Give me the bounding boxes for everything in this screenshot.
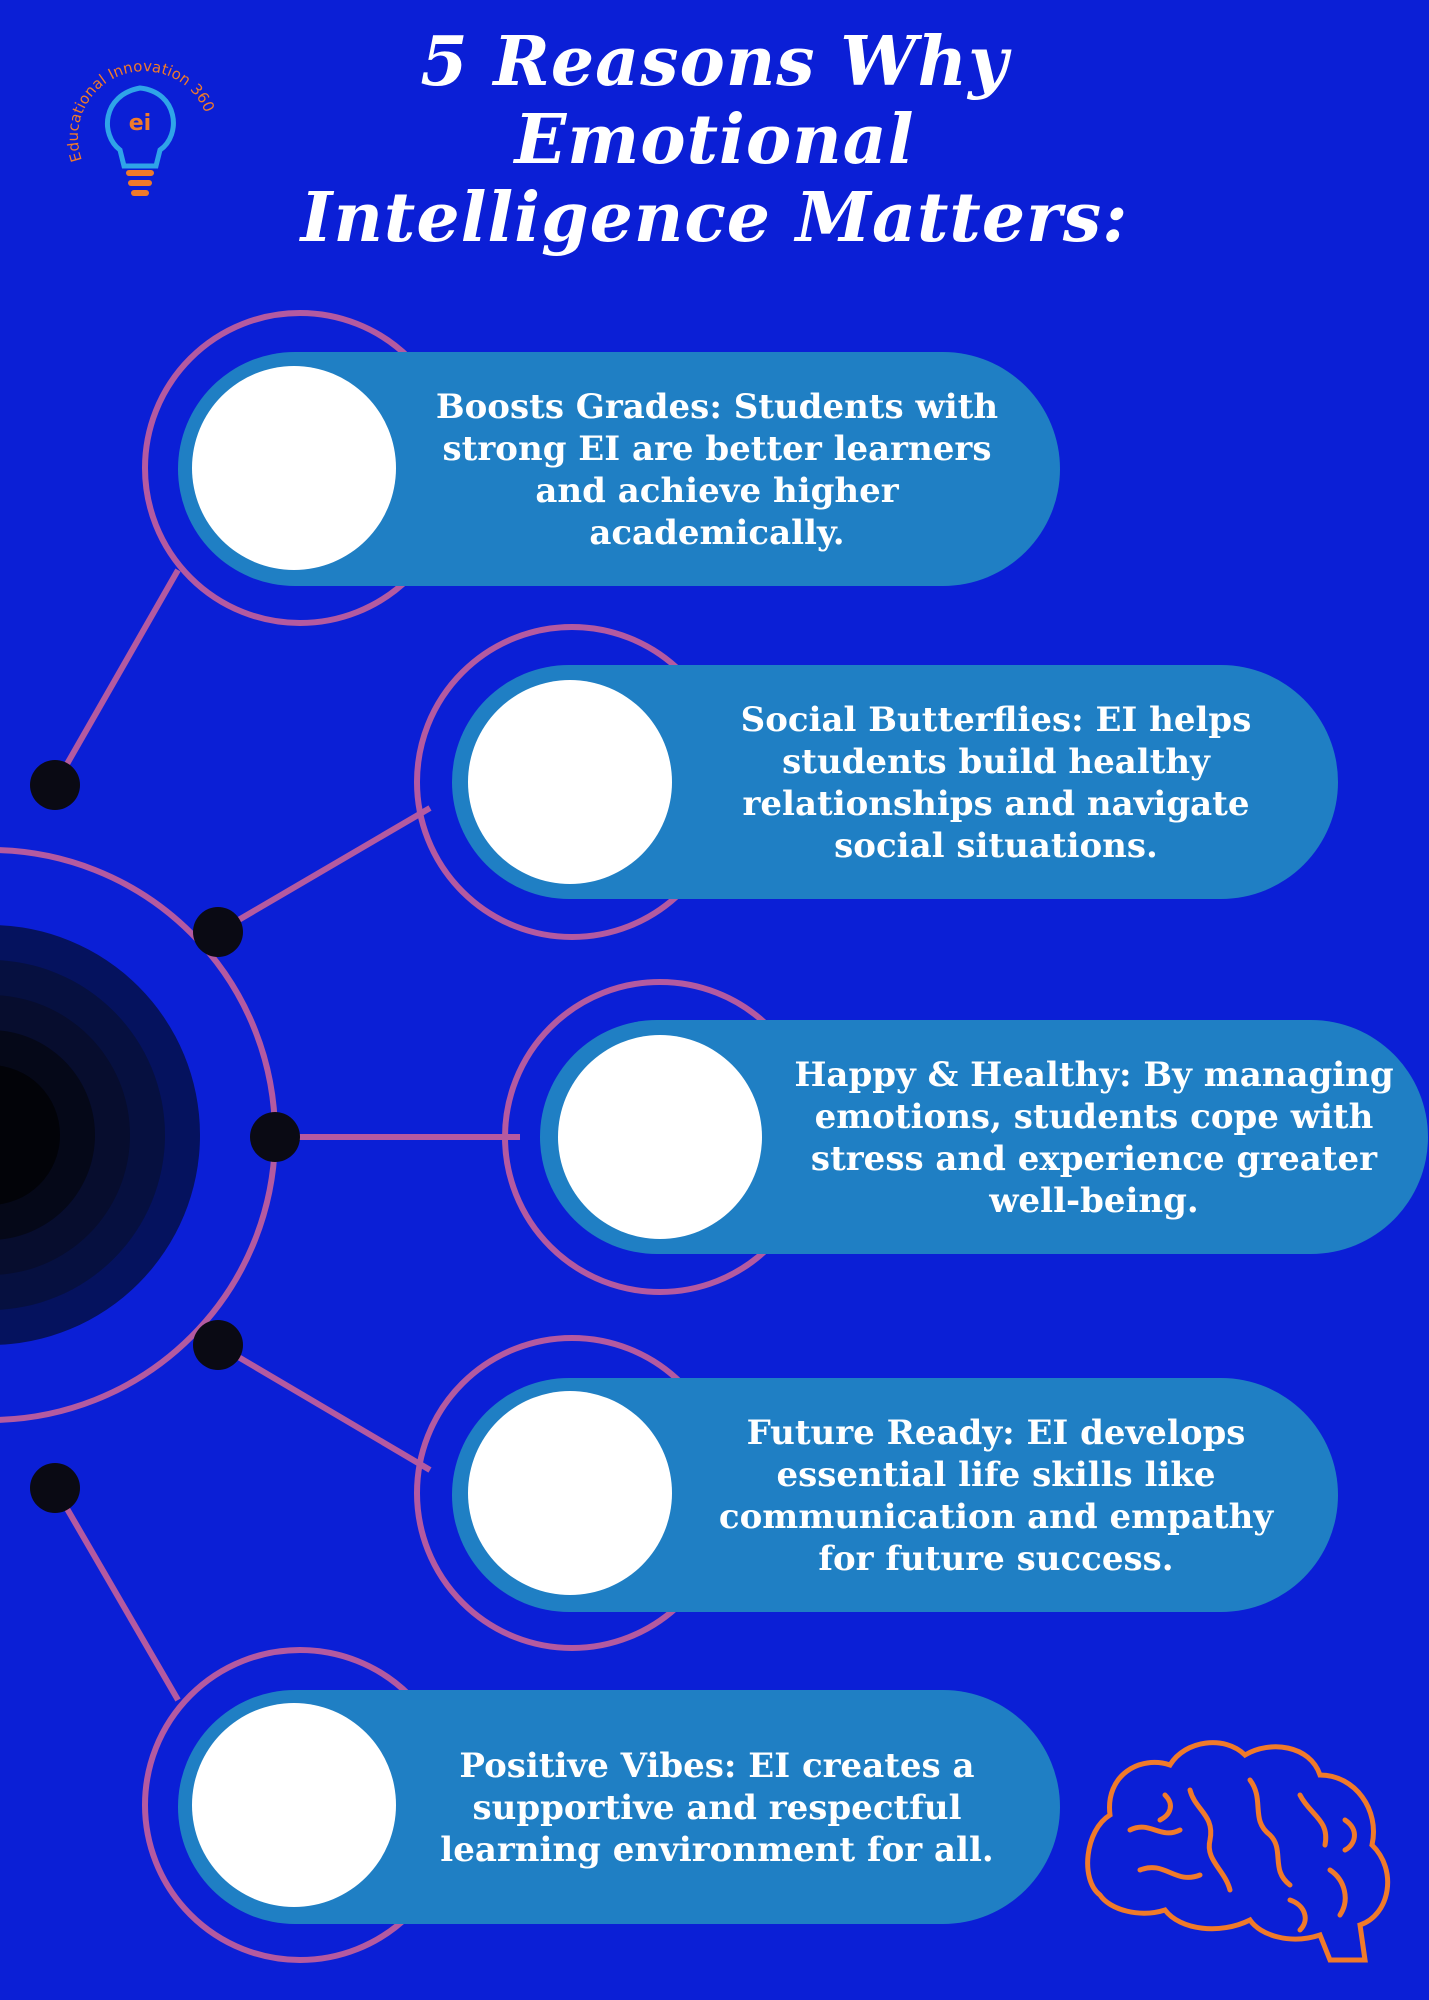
connector-lines (52, 568, 520, 1702)
page-title-line-2: Emotional (514, 100, 915, 180)
svg-text:ei: ei (129, 111, 151, 136)
nodes (30, 760, 300, 1513)
reason-positive-vibes: Positive Vibes: EI creates a supportive … (440, 1746, 994, 1870)
reason-future-ready: Future Ready: EI develops essential life… (718, 1413, 1274, 1579)
white-circles (192, 366, 762, 1907)
reason-happy-healthy: Happy & Healthy: By managing emotions, s… (794, 1055, 1394, 1221)
reason-boosts-grades: Boosts Grades: Students with strong EI a… (435, 387, 999, 553)
page-title-line-3: Intelligence Matters: (300, 178, 1129, 258)
brain-icon (1085, 1740, 1391, 1963)
pills (178, 352, 1428, 1924)
page-title-line-1: 5 Reasons Why (420, 22, 1009, 102)
lightbulb-icon: ei (105, 85, 176, 196)
reason-social-butterflies: Social Butterflies: EI helps students bu… (740, 700, 1252, 866)
concentric-circles (0, 925, 200, 1345)
